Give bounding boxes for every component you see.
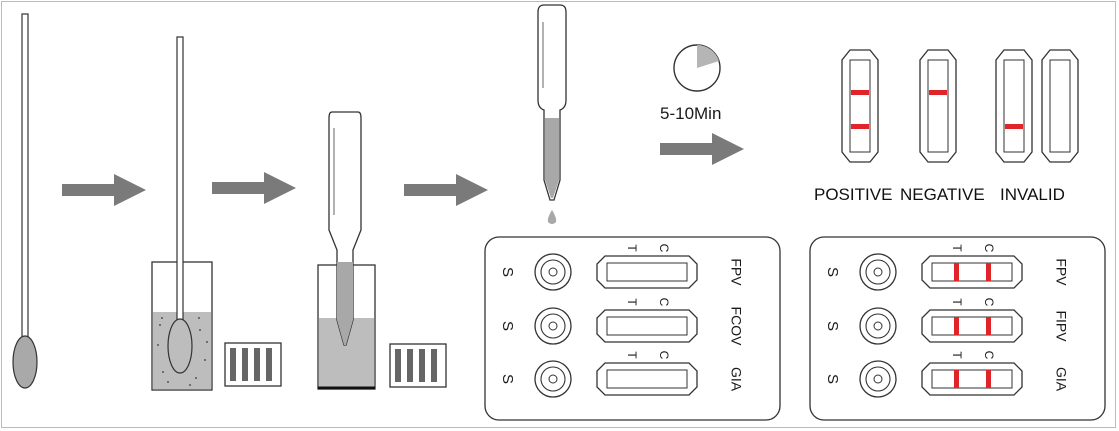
step-arrow-2	[212, 172, 296, 204]
t-label: T	[950, 298, 964, 306]
test-cassette-after: S T C FPV S T C FIPV S T C GIA	[809, 236, 1106, 421]
control-line	[986, 370, 991, 388]
swab-icon	[12, 13, 38, 389]
t-label: T	[950, 351, 964, 359]
sample-label: S	[824, 321, 841, 331]
c-label: C	[657, 351, 671, 360]
result-strip-invalid-1	[995, 49, 1033, 163]
test-line	[954, 317, 959, 335]
test-strip-rack-icon	[224, 342, 282, 387]
c-label: C	[657, 298, 671, 307]
cassette-row: S T C GIA	[499, 351, 744, 398]
result-label-negative: NEGATIVE	[900, 185, 985, 204]
cassette-row: S T C FPV	[824, 244, 1069, 291]
tube-with-swab-icon	[151, 36, 213, 391]
sample-label: S	[499, 321, 516, 331]
control-line	[986, 317, 991, 335]
timer-label: 5-10Min	[660, 104, 721, 123]
result-label-positive: POSITIVE	[814, 185, 892, 204]
control-line	[929, 90, 947, 95]
test-name-label: FPV	[728, 258, 744, 286]
test-line	[1005, 124, 1023, 129]
c-label: C	[982, 298, 996, 307]
result-strip-negative	[919, 49, 957, 163]
step-arrow-4	[660, 133, 744, 165]
test-line	[954, 263, 959, 281]
cassette-row: S T C FCOV	[499, 298, 744, 346]
step-arrow-3	[404, 174, 488, 206]
dropper-dispensing-icon	[537, 4, 567, 224]
t-label: T	[625, 244, 639, 252]
test-strip-rack-icon-2	[389, 343, 447, 388]
control-line	[851, 90, 869, 95]
test-name-label: FCOV	[728, 307, 744, 347]
c-label: C	[657, 244, 671, 253]
cassette-row: S T C GIA	[824, 351, 1069, 398]
result-strip-invalid-2	[1041, 49, 1079, 163]
result-label-invalid: INVALID	[1000, 185, 1065, 204]
sample-label: S	[499, 267, 516, 277]
test-name-label: GIA	[728, 367, 744, 392]
sample-label: S	[499, 374, 516, 384]
test-name-label: FPV	[1053, 258, 1069, 286]
test-cassette-before: S T C FPV S T C FCOV S T C GIA	[484, 236, 781, 421]
test-line	[851, 124, 869, 129]
test-name-label: GIA	[1053, 367, 1069, 392]
c-label: C	[982, 351, 996, 360]
cassette-row: S T C FIPV	[824, 298, 1069, 345]
t-label: T	[625, 351, 639, 359]
t-label: T	[625, 298, 639, 306]
tube-with-dropper-icon	[317, 111, 376, 390]
step-arrow-1	[62, 174, 146, 206]
test-name-label: FIPV	[1053, 310, 1069, 342]
sample-label: S	[824, 374, 841, 384]
cassette-row: S T C FPV	[499, 244, 744, 291]
clock-icon	[673, 44, 721, 92]
sample-label: S	[824, 267, 841, 277]
t-label: T	[950, 244, 964, 252]
control-line	[986, 263, 991, 281]
result-strip-positive	[841, 49, 879, 163]
c-label: C	[982, 244, 996, 253]
test-line	[954, 370, 959, 388]
